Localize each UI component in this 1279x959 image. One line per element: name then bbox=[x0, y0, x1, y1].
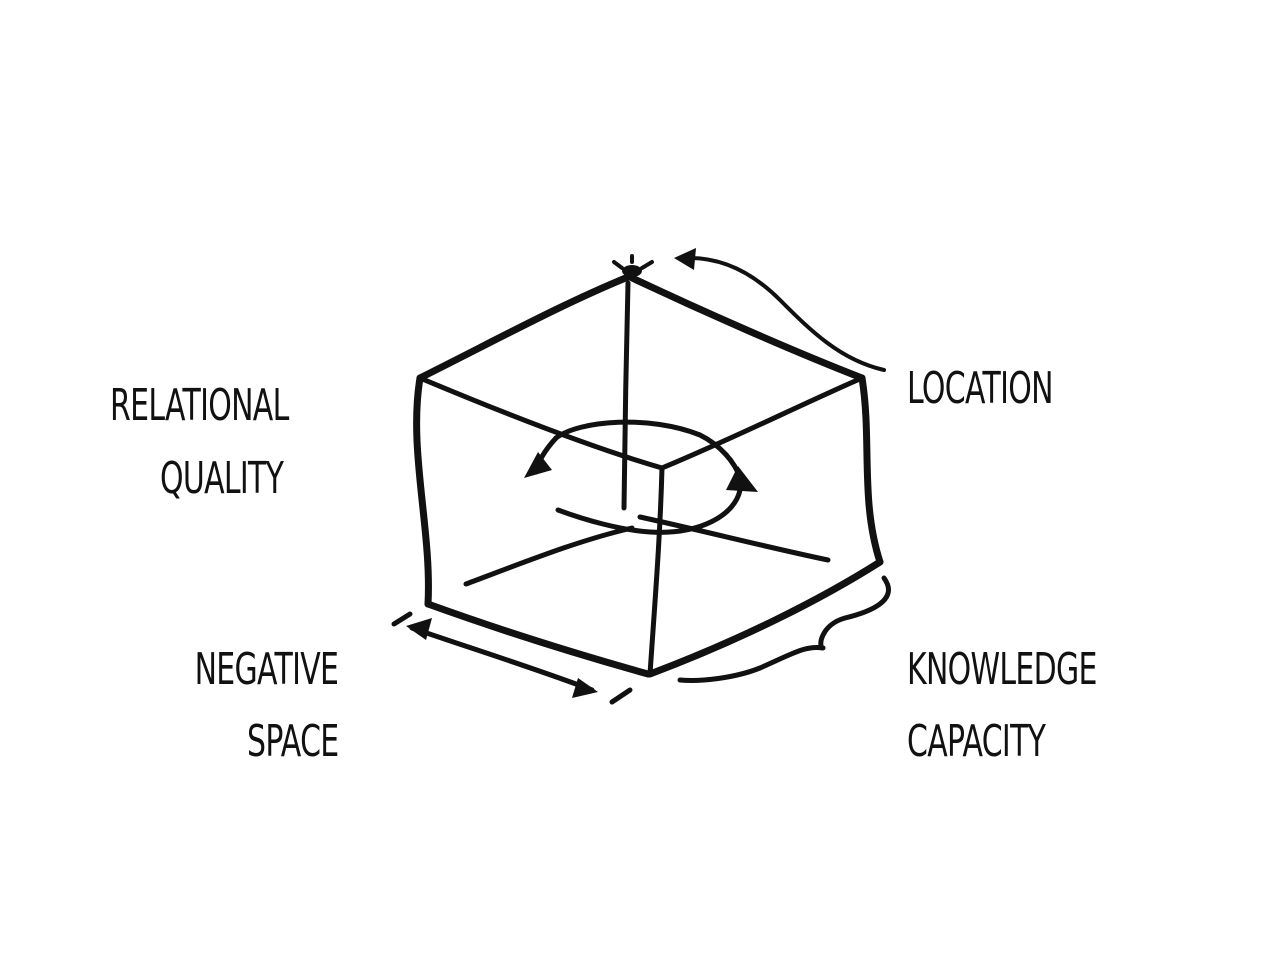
width-arrowhead-right bbox=[572, 678, 598, 698]
relational-quality-label-line2: QUALITY bbox=[160, 453, 284, 504]
location-pointer-curve bbox=[688, 256, 886, 372]
negative-space-label-line2: SPACE bbox=[246, 716, 339, 767]
cube-inner-vertical bbox=[647, 465, 665, 677]
cube-top-left-edge bbox=[416, 273, 632, 382]
rotation-arrow-lower bbox=[555, 487, 743, 535]
rotation-arrowhead-left bbox=[524, 452, 552, 478]
cube-bottom-left-edge bbox=[424, 600, 652, 678]
cube-right-edge bbox=[858, 374, 884, 566]
rotation-arrow bbox=[553, 419, 743, 481]
knowledge-brace bbox=[677, 575, 891, 683]
width-arrowhead-left bbox=[406, 618, 432, 640]
location-label: LOCATION bbox=[907, 363, 1053, 414]
relational-quality-label-line1: RELATIONAL bbox=[110, 380, 289, 431]
location-arrowhead bbox=[674, 248, 696, 270]
negative-space-label-line1: NEGATIVE bbox=[194, 644, 338, 695]
rotation-arrowhead-right bbox=[726, 466, 758, 492]
cube-inner-top-right bbox=[659, 375, 865, 471]
spark-mark-right bbox=[640, 260, 654, 270]
knowledge-capacity-label-line2: CAPACITY bbox=[907, 716, 1046, 767]
knowledge-capacity-label-line1: KNOWLEDGE bbox=[907, 644, 1097, 695]
spark-mark-left bbox=[612, 260, 624, 270]
width-tick-right bbox=[609, 687, 633, 705]
width-tick-left bbox=[391, 611, 413, 627]
cube-inner-top-left bbox=[417, 375, 665, 471]
cube-inner-bottom-left bbox=[463, 525, 635, 587]
cube-inner-bottom-right bbox=[637, 514, 831, 563]
width-arrow-line bbox=[409, 625, 595, 693]
cube-left-edge bbox=[413, 374, 432, 608]
cube-top-right-edge bbox=[626, 273, 866, 382]
spark-center bbox=[622, 265, 642, 277]
cube-vertical-axis bbox=[621, 280, 631, 511]
cube-bottom-right-edge bbox=[646, 558, 884, 678]
